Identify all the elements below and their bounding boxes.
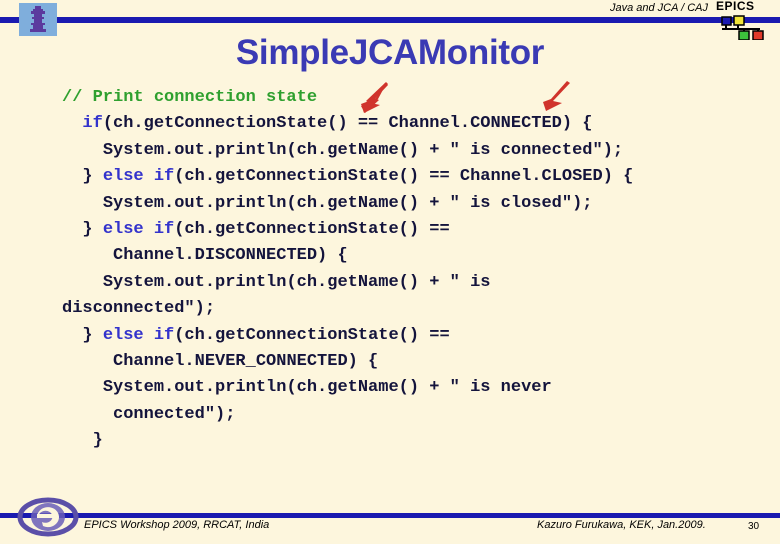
code-text: System.out.println(ch.getName() + " is	[102, 272, 491, 292]
code-line: if(ch.getConnectionState() == Channel.CO…	[62, 111, 762, 137]
code-keyword: if	[82, 114, 103, 134]
code-text: (ch.getConnectionState() == Channel.CLOS…	[174, 167, 634, 187]
code-indent	[62, 220, 82, 239]
code-text: }	[92, 431, 103, 451]
code-text: }	[82, 220, 103, 240]
epics-swirl-logo-icon	[17, 497, 79, 539]
footer-right-text: Kazuro Furukawa, KEK, Jan.2009.	[537, 519, 706, 531]
footer-divider	[0, 513, 780, 518]
code-indent	[62, 378, 103, 397]
code-text: (ch.getConnectionState() ==	[174, 325, 450, 345]
code-line: Channel.NEVER_CONNECTED) {	[62, 349, 762, 375]
code-indent	[62, 326, 82, 345]
page-number: 30	[748, 521, 760, 532]
code-indent	[62, 141, 103, 160]
code-text: (ch.getConnectionState() == Channel.CONN…	[102, 114, 593, 134]
code-comment: // Print connection state	[62, 88, 318, 107]
header-divider	[0, 17, 780, 23]
footer-left-text: EPICS Workshop 2009, RRCAT, India	[84, 519, 270, 531]
page-title: SimpleJCAMonitor	[235, 33, 545, 72]
code-line: } else if(ch.getConnectionState() == Cha…	[62, 164, 762, 190]
code-line: System.out.println(ch.getName() + " is n…	[62, 375, 762, 401]
code-line: System.out.println(ch.getName() + " is c…	[62, 191, 762, 217]
code-text: Channel.NEVER_CONNECTED) {	[113, 352, 379, 372]
code-line: System.out.println(ch.getName() + " is c…	[62, 138, 762, 164]
code-text: }	[82, 325, 103, 345]
code-line: } else if(ch.getConnectionState() ==	[62, 323, 762, 349]
code-keyword: else if	[102, 220, 175, 240]
code-text: connected");	[113, 404, 236, 424]
code-indent	[62, 114, 82, 133]
epics-logo-label: EPICS	[716, 0, 755, 13]
code-indent	[62, 194, 103, 213]
code-line: // Print connection state	[62, 85, 762, 111]
code-indent	[62, 246, 113, 265]
epics-logo-icon: EPICS	[712, 0, 774, 41]
code-text: Channel.DISCONNECTED) {	[113, 246, 348, 266]
header-subtitle: Java and JCA / CAJ	[609, 2, 708, 14]
code-line: disconnected");	[62, 296, 762, 322]
code-text: System.out.println(ch.getName() + " is n…	[102, 378, 552, 398]
code-line: } else if(ch.getConnectionState() ==	[62, 217, 762, 243]
code-indent	[62, 167, 82, 186]
code-keyword: else if	[102, 325, 175, 345]
code-line: }	[62, 428, 762, 454]
code-indent	[62, 273, 103, 292]
code-indent	[62, 431, 93, 450]
code-line: Channel.DISCONNECTED) {	[62, 243, 762, 269]
code-line: System.out.println(ch.getName() + " is	[62, 270, 762, 296]
code-block: // Print connection state if(ch.getConne…	[62, 85, 762, 455]
code-text: (ch.getConnectionState() ==	[174, 220, 450, 240]
code-text: }	[82, 167, 103, 187]
code-indent	[62, 352, 113, 371]
code-indent	[62, 405, 113, 424]
code-keyword: else if	[102, 167, 175, 187]
kek-logo-icon	[19, 3, 57, 36]
code-text: System.out.println(ch.getName() + " is c…	[102, 140, 624, 160]
annotation-arrow-1-icon	[358, 82, 392, 116]
code-text: disconnected");	[62, 299, 216, 319]
code-text: System.out.println(ch.getName() + " is c…	[102, 193, 593, 213]
annotation-arrow-2-icon	[540, 80, 574, 114]
code-line: connected");	[62, 402, 762, 428]
